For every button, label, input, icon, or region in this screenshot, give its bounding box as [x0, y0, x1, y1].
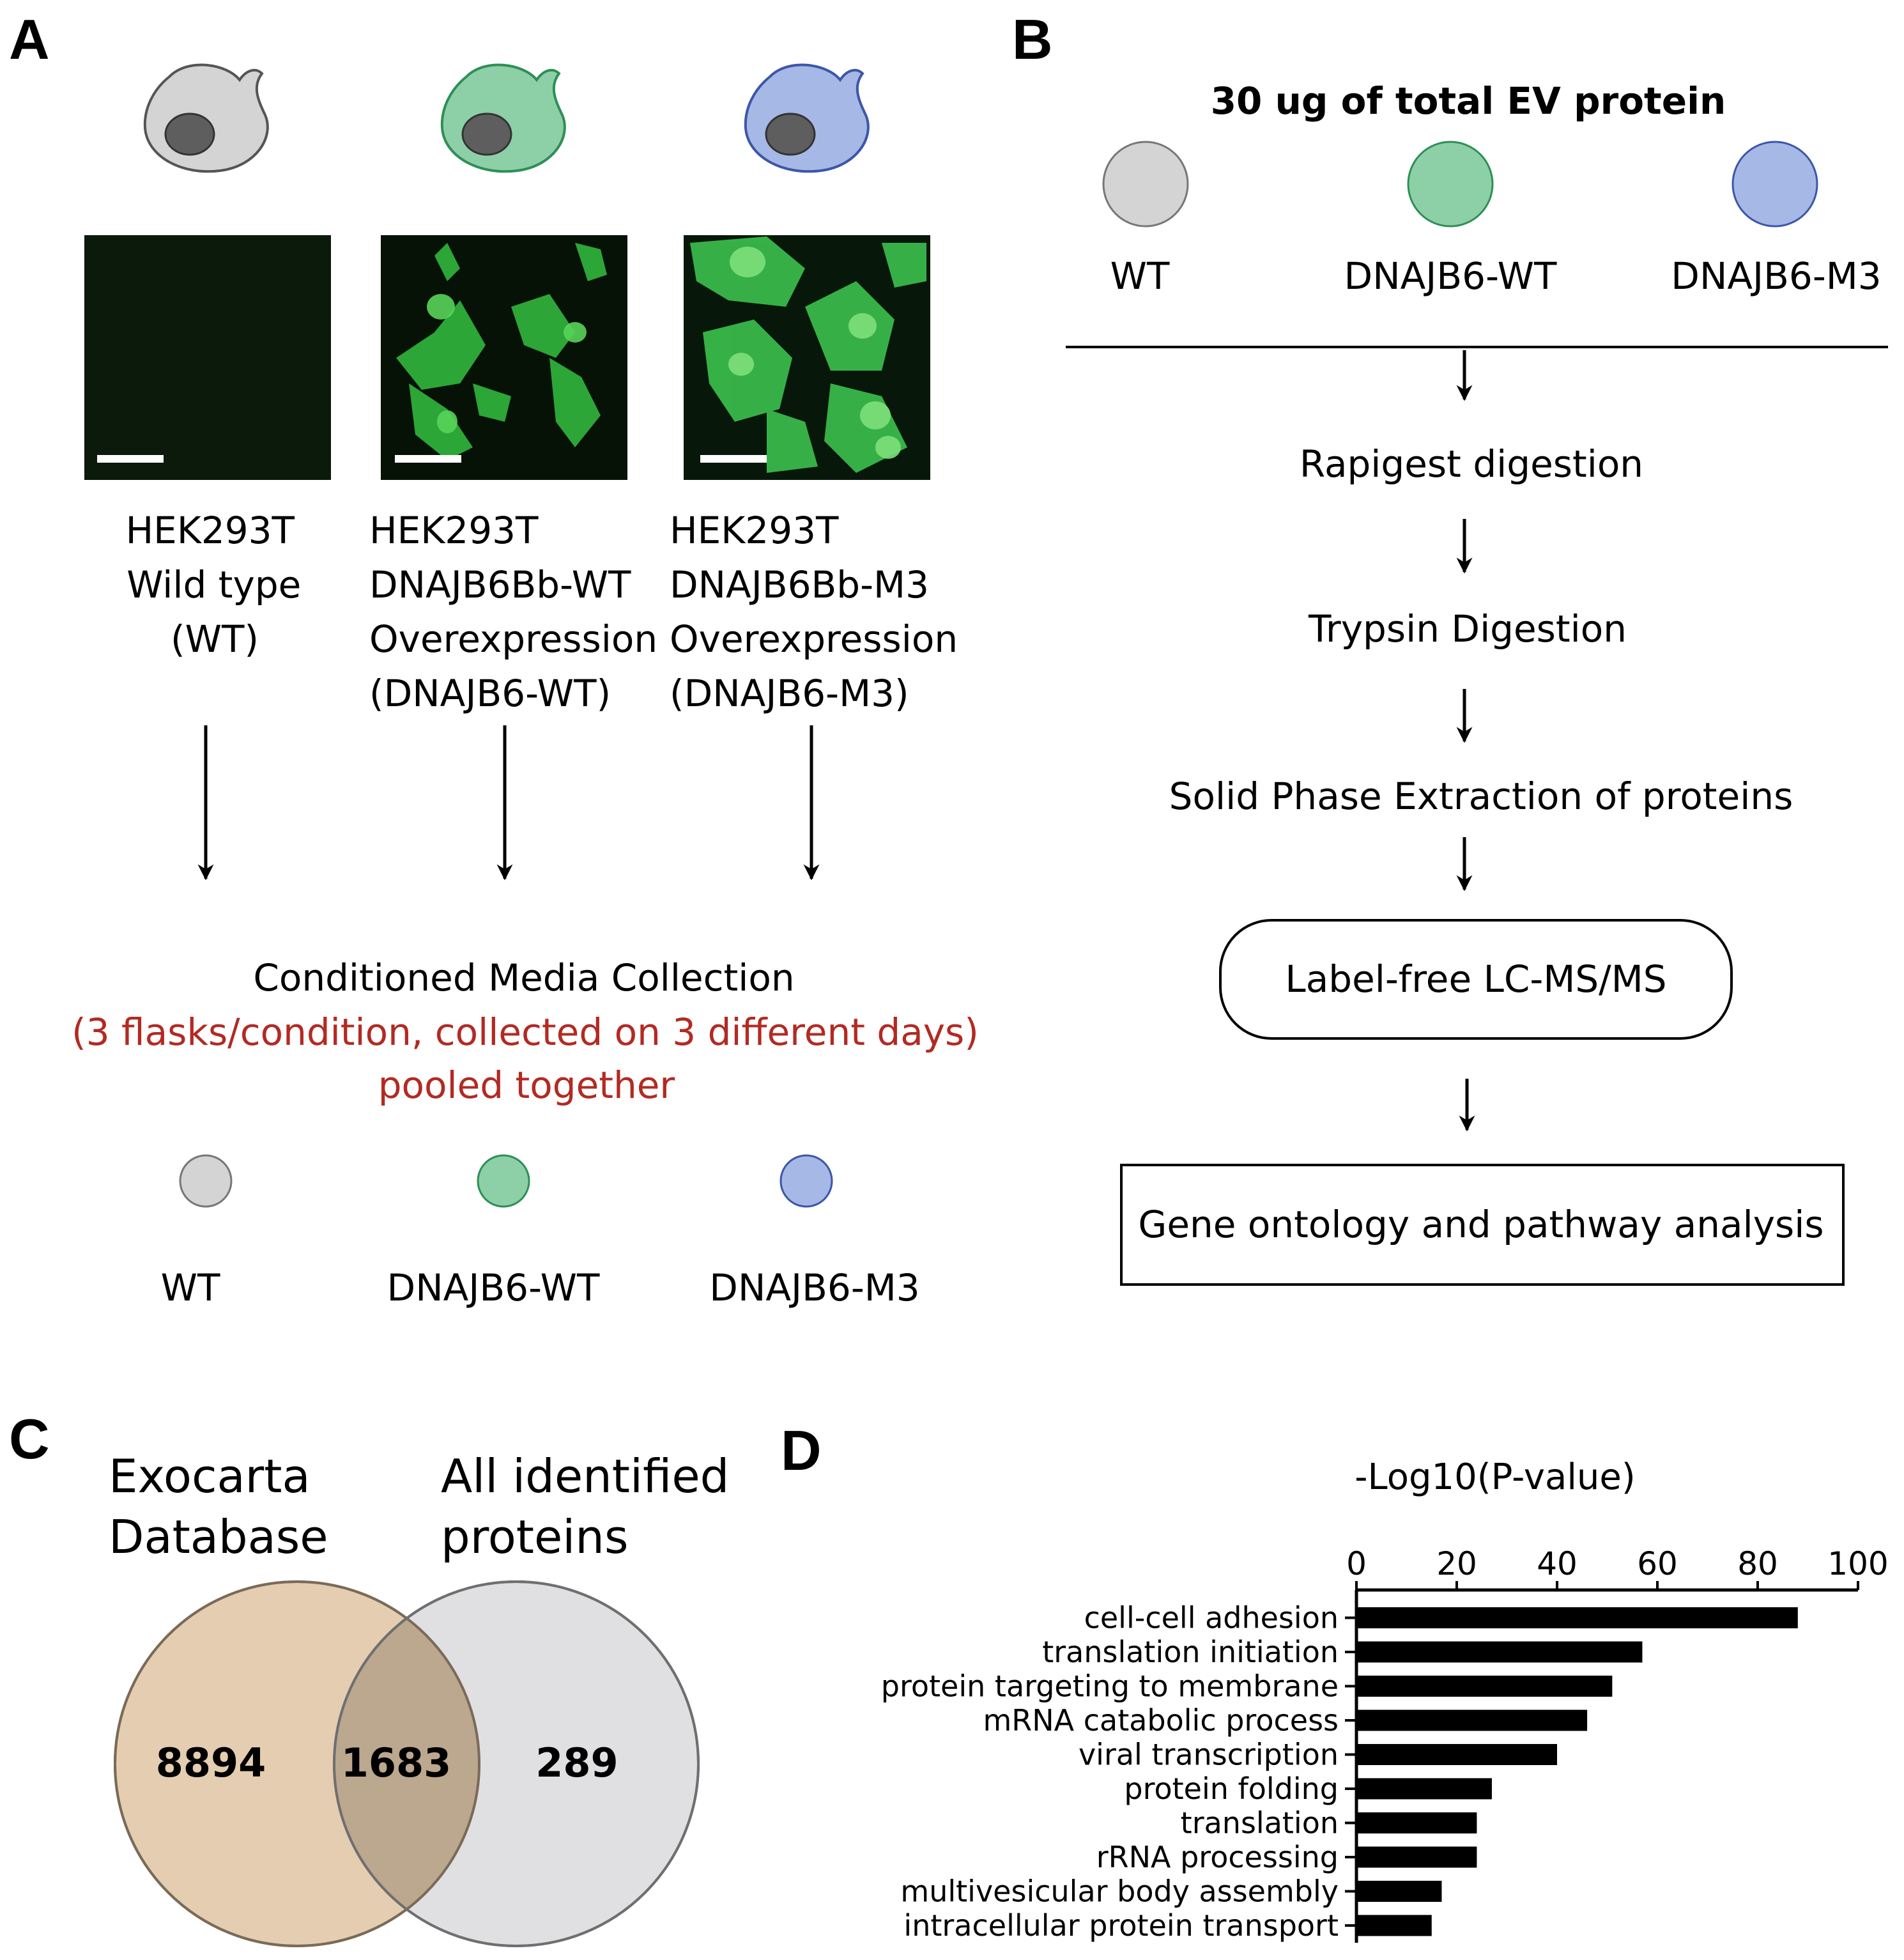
- venn-overlap: [333, 1618, 480, 1910]
- category-label: rRNA processing: [1096, 1840, 1339, 1874]
- panel-letter-a: A: [9, 8, 50, 71]
- x-tick-label: 0: [1346, 1545, 1367, 1582]
- category-label: cell-cell adhesion: [1084, 1601, 1339, 1635]
- sample-label-wt: WT: [1110, 254, 1170, 298]
- cell-icon-dnajb6-m3: [744, 63, 870, 173]
- panel-letter-c: C: [9, 1407, 50, 1470]
- bar: [1356, 1881, 1442, 1902]
- scale-bar: [395, 455, 461, 463]
- venn-right-count: 289: [535, 1740, 618, 1786]
- venn-left-title: Exocarta Database: [109, 1449, 328, 1564]
- panel-d: D -Log10(P-value) 0 20 40 60 80 100 cell-cell …: [781, 1419, 1889, 1943]
- panel-letter-d: D: [781, 1419, 822, 1482]
- x-tick-label: 20: [1436, 1545, 1477, 1582]
- go-analysis-box: [1120, 1164, 1845, 1286]
- panel-b: B 30 ug of total EV protein WT DNAJB6-WT…: [1012, 8, 1888, 1286]
- scale-bar: [97, 455, 164, 463]
- cell-icon-wt: [143, 63, 269, 173]
- sample-dot-dnajb6-wt: [477, 1154, 530, 1208]
- bar: [1356, 1607, 1798, 1628]
- bar: [1356, 1915, 1432, 1936]
- collection-note: (3 flasks/condition, collected on 3 diff…: [72, 1010, 979, 1054]
- sample-label-dnajb6-m3: DNAJB6-M3: [709, 1266, 919, 1309]
- category-label: protein targeting to membrane: [881, 1669, 1339, 1704]
- step-lcms: Label-free LC-MS/MS: [1285, 957, 1666, 1001]
- cell-icon-dnajb6-wt: [440, 63, 566, 173]
- sample-dot-wt: [1102, 141, 1189, 228]
- micrograph-dnajb6-wt: [381, 235, 627, 480]
- sample-label-wt: WT: [161, 1266, 220, 1309]
- collection-title: Conditioned Media Collection: [253, 956, 794, 999]
- panel-a: A: [9, 8, 979, 1309]
- venn-left-count: 8894: [156, 1740, 266, 1786]
- category-label: multivesicular body assembly: [900, 1874, 1339, 1909]
- bar: [1356, 1812, 1477, 1833]
- caption-dnajb6-wt: HEK293T DNAJB6Bb-WT Overexpression (DNAJ…: [369, 509, 670, 715]
- step-go-analysis: Gene ontology and pathway analysis: [1138, 1203, 1823, 1246]
- venn-overlap-count: 1683: [341, 1740, 452, 1786]
- sample-label-dnajb6-m3: DNAJB6-M3: [1671, 254, 1881, 298]
- category-label: protein folding: [1124, 1771, 1339, 1806]
- sample-dot-wt: [179, 1154, 233, 1208]
- sample-dot-dnajb6-m3: [1731, 141, 1818, 228]
- bar: [1356, 1846, 1477, 1868]
- x-tick-label: 60: [1637, 1545, 1678, 1582]
- category-label: mRNA catabolic process: [983, 1703, 1339, 1738]
- collection-note-2: pooled together: [378, 1063, 675, 1107]
- scale-bar: [700, 455, 767, 463]
- bar: [1356, 1676, 1613, 1697]
- x-tick-label: 100: [1827, 1545, 1888, 1582]
- category-label: viral transcription: [1079, 1738, 1339, 1772]
- sample-dot-dnajb6-m3: [779, 1154, 833, 1208]
- chart-title: -Log10(P-value): [1355, 1456, 1635, 1498]
- step-trypsin: Trypsin Digestion: [1308, 607, 1627, 651]
- bar: [1356, 1709, 1588, 1731]
- venn-right-title: All identified proteins: [441, 1449, 744, 1564]
- step-spe: Solid Phase Extraction of proteins: [1169, 775, 1793, 818]
- category-label: intracellular protein transport: [903, 1908, 1339, 1943]
- protein-amount-title: 30 ug of total EV protein: [1211, 79, 1726, 123]
- sample-label-dnajb6-wt: DNAJB6-WT: [1344, 254, 1557, 298]
- bar: [1356, 1744, 1557, 1765]
- x-tick-label: 80: [1737, 1545, 1778, 1582]
- panel-letter-b: B: [1012, 8, 1053, 71]
- panel-c: C Exocarta Database All identified prote…: [9, 1407, 744, 1947]
- micrograph-dnajb6-m3: [684, 235, 930, 480]
- bar: [1356, 1778, 1492, 1800]
- sample-dot-dnajb6-wt: [1407, 141, 1494, 228]
- step-rapigest: Rapigest digestion: [1300, 442, 1643, 486]
- x-tick-label: 40: [1537, 1545, 1578, 1582]
- caption-wt: HEK293T Wild type (WT): [126, 509, 313, 661]
- category-label: translation initiation: [1042, 1635, 1339, 1669]
- sample-label-dnajb6-wt: DNAJB6-WT: [387, 1266, 600, 1309]
- bar: [1356, 1641, 1643, 1663]
- caption-dnajb6-m3: HEK293T DNAJB6Bb-M3 Overexpression (DNAJ…: [670, 509, 970, 715]
- lcms-box: [1219, 919, 1733, 1040]
- category-label: translation: [1181, 1806, 1339, 1840]
- micrograph-wt: [84, 235, 331, 480]
